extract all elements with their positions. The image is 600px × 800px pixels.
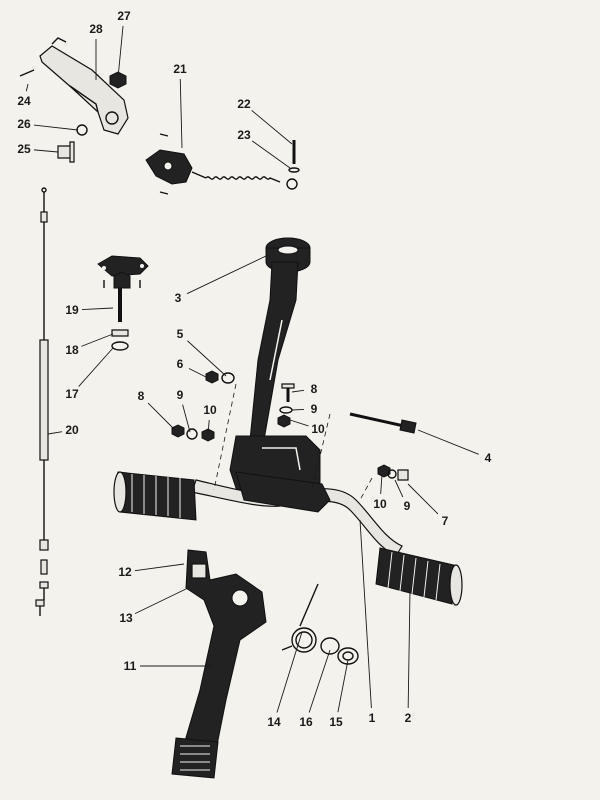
callout-leader-2 bbox=[407, 589, 411, 709]
brake-pedal bbox=[171, 549, 267, 779]
callout-label-7: 7 bbox=[442, 514, 449, 528]
callout-leader-8 bbox=[291, 389, 305, 393]
callout-leader-22 bbox=[251, 110, 293, 145]
callout-label-10: 10 bbox=[373, 497, 387, 511]
cable-adjuster bbox=[97, 255, 149, 351]
callout-label-15: 15 bbox=[329, 715, 343, 729]
callout-leader-8 bbox=[147, 402, 176, 431]
callout-label-10: 10 bbox=[203, 403, 217, 417]
callout-label-14: 14 bbox=[267, 715, 281, 729]
callout-leader-15 bbox=[337, 659, 349, 713]
callout-label-10: 10 bbox=[311, 422, 325, 436]
callout-label-5: 5 bbox=[177, 327, 184, 341]
fasteners bbox=[171, 370, 417, 481]
callout-leader-14 bbox=[276, 631, 303, 713]
callout-label-13: 13 bbox=[119, 611, 133, 625]
callout-label-23: 23 bbox=[237, 128, 251, 142]
callout-leader-6 bbox=[188, 368, 209, 379]
callout-label-3: 3 bbox=[175, 291, 182, 305]
callout-label-9: 9 bbox=[311, 402, 318, 416]
callout-label-28: 28 bbox=[89, 22, 103, 36]
callout-label-12: 12 bbox=[118, 565, 132, 579]
callout-label-8: 8 bbox=[138, 389, 145, 403]
callout-leader-9 bbox=[182, 404, 191, 433]
callout-label-26: 26 bbox=[17, 117, 31, 131]
steering-column bbox=[229, 237, 321, 505]
callout-leader-24 bbox=[25, 83, 29, 92]
callout-leader-9 bbox=[291, 409, 305, 411]
callout-label-8: 8 bbox=[311, 382, 318, 396]
callout-leader-19 bbox=[81, 307, 114, 310]
callout-label-24: 24 bbox=[17, 94, 31, 108]
callout-leader-4 bbox=[417, 429, 479, 455]
callout-label-27: 27 bbox=[117, 9, 131, 23]
callout-leader-16 bbox=[308, 649, 331, 713]
handlebar bbox=[113, 471, 463, 606]
callout-label-18: 18 bbox=[65, 343, 79, 357]
callout-label-22: 22 bbox=[237, 97, 251, 111]
callout-leader-10 bbox=[380, 473, 383, 495]
callout-leader-10 bbox=[289, 419, 309, 427]
return-spring bbox=[281, 583, 359, 665]
callout-leader-27 bbox=[117, 25, 124, 79]
callout-label-19: 19 bbox=[65, 303, 79, 317]
callout-label-21: 21 bbox=[173, 62, 187, 76]
callout-label-11: 11 bbox=[124, 659, 137, 673]
brake-bracket-assembly bbox=[145, 133, 300, 195]
callout-leader-17 bbox=[78, 347, 114, 387]
callout-label-6: 6 bbox=[177, 357, 184, 371]
assembly-guide-lines bbox=[213, 383, 373, 501]
callout-leader-10 bbox=[207, 419, 210, 436]
callout-leader-12 bbox=[134, 563, 185, 572]
callout-leader-7 bbox=[407, 483, 439, 515]
brake-cable bbox=[35, 187, 49, 616]
callout-leader-5 bbox=[187, 340, 227, 377]
callout-leader-18 bbox=[81, 333, 114, 347]
callout-label-17: 17 bbox=[65, 387, 79, 401]
callout-label-1: 1 bbox=[369, 711, 376, 725]
callout-label-25: 25 bbox=[17, 142, 31, 156]
callout-leader-20 bbox=[47, 431, 63, 435]
callout-label-9: 9 bbox=[177, 388, 184, 402]
callout-label-4: 4 bbox=[485, 451, 492, 465]
callout-label-2: 2 bbox=[405, 711, 412, 725]
callout-leader-21 bbox=[179, 78, 183, 149]
callout-label-9: 9 bbox=[404, 499, 411, 513]
callout-leader-26 bbox=[33, 124, 79, 131]
callout-leader-13 bbox=[134, 587, 189, 615]
callout-leader-1 bbox=[359, 519, 372, 709]
callout-leader-25 bbox=[33, 149, 59, 153]
callout-leader-23 bbox=[251, 140, 291, 169]
lever-bracket-assembly bbox=[19, 37, 129, 163]
callout-leader-3 bbox=[186, 254, 269, 295]
callout-label-20: 20 bbox=[65, 423, 79, 437]
callout-leader-9 bbox=[394, 479, 404, 498]
callout-label-16: 16 bbox=[299, 715, 313, 729]
